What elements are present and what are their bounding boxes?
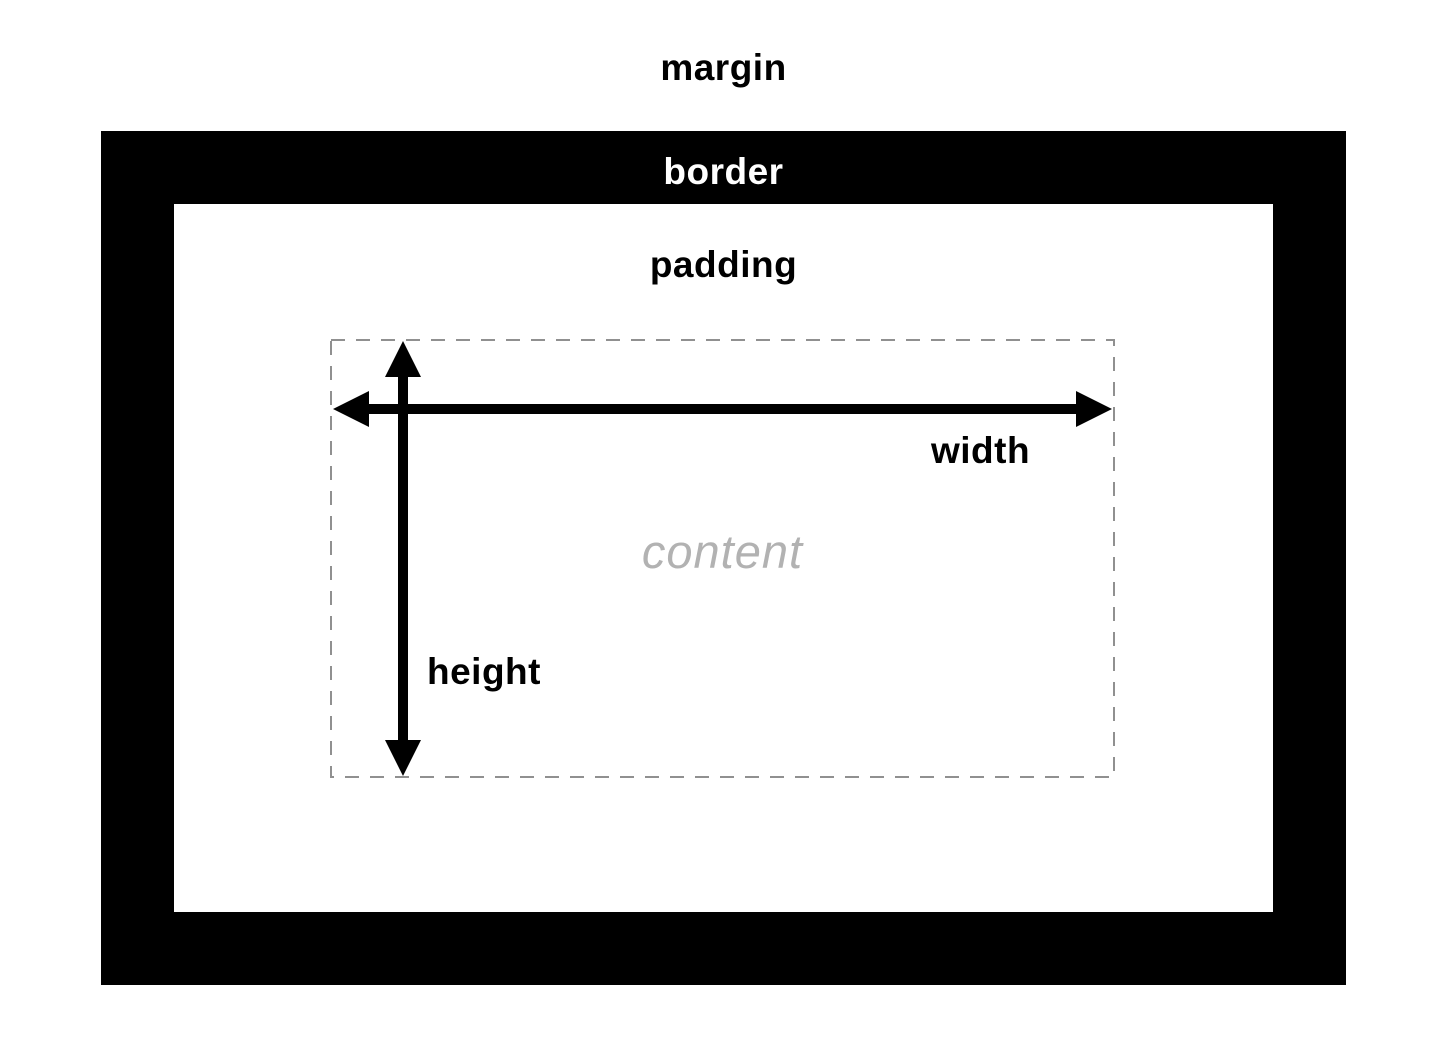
border-label: border bbox=[663, 151, 784, 192]
width-label: width bbox=[931, 430, 1031, 471]
content-label: content bbox=[641, 525, 804, 578]
padding-label: padding bbox=[649, 244, 798, 285]
height-label: height bbox=[427, 651, 541, 692]
margin-label: margin bbox=[660, 47, 787, 88]
